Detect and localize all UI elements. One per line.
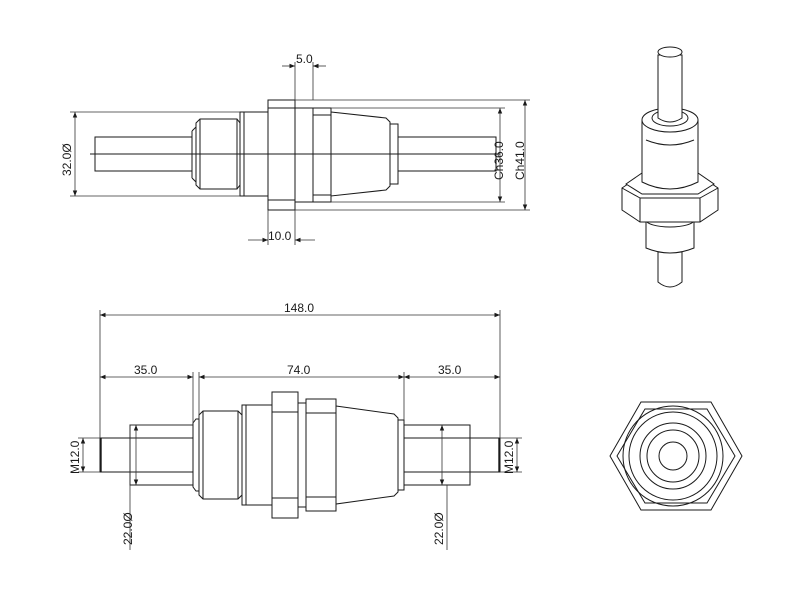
hex-flange-bottom: [271, 391, 299, 519]
dim-body-length: 74.0: [287, 363, 311, 377]
iso-top-rod: [657, 54, 683, 123]
dim-left-thread: M12.0: [68, 440, 82, 474]
dim-flange-thickness: 5.0: [296, 52, 313, 66]
side-view-bottom: [99, 391, 501, 519]
dim-left-length: 35.0: [134, 363, 158, 377]
right-collar-bottom: [397, 419, 405, 491]
right-thread: [469, 437, 501, 473]
iso-bottom-rod: [657, 244, 683, 288]
isometric-view: [621, 46, 719, 288]
end-rod-circle: [658, 441, 688, 471]
hex-nut-bottom: [305, 398, 337, 512]
side-view-top: [90, 99, 500, 211]
hex-nut: [312, 107, 332, 203]
dim-body-diameter: 32.0Ø: [60, 143, 74, 176]
washer: [294, 107, 314, 203]
dim-left-diameter: 22.0Ø: [121, 512, 135, 545]
top-dimensions: 5.0 32.0Ø Ch36.0 Ch41.0 10.0: [60, 52, 530, 245]
left-rod-bottom: [129, 424, 194, 486]
dim-right-diameter: 22.0Ø: [432, 512, 446, 545]
washer-bottom: [297, 402, 307, 508]
left-fitting-body-bottom: [198, 410, 243, 500]
dim-overall-length: 148.0: [284, 301, 314, 315]
tapered-body: [330, 111, 391, 197]
hex-flange: [267, 99, 296, 211]
left-thread: [99, 437, 131, 473]
iso-upper-body: [641, 119, 699, 190]
left-fitting-collar-bottom: [192, 418, 200, 492]
dim-hex-large: Ch41.0: [513, 141, 527, 180]
right-rod-bottom: [403, 424, 471, 486]
end-hex-outer: [609, 401, 743, 511]
end-body-circle: [639, 422, 707, 490]
bottom-dimensions: 148.0 35.0 74.0 35.0 M12.0 M12.0 22.0Ø 2…: [68, 301, 522, 550]
end-view: [609, 401, 743, 511]
tapered-body-bottom: [335, 405, 399, 505]
dim-hex-small: Ch36.0: [492, 141, 506, 180]
dim-right-thread: M12.0: [502, 440, 516, 474]
dim-right-length: 35.0: [438, 363, 462, 377]
dim-nut-width: 10.0: [268, 229, 292, 243]
